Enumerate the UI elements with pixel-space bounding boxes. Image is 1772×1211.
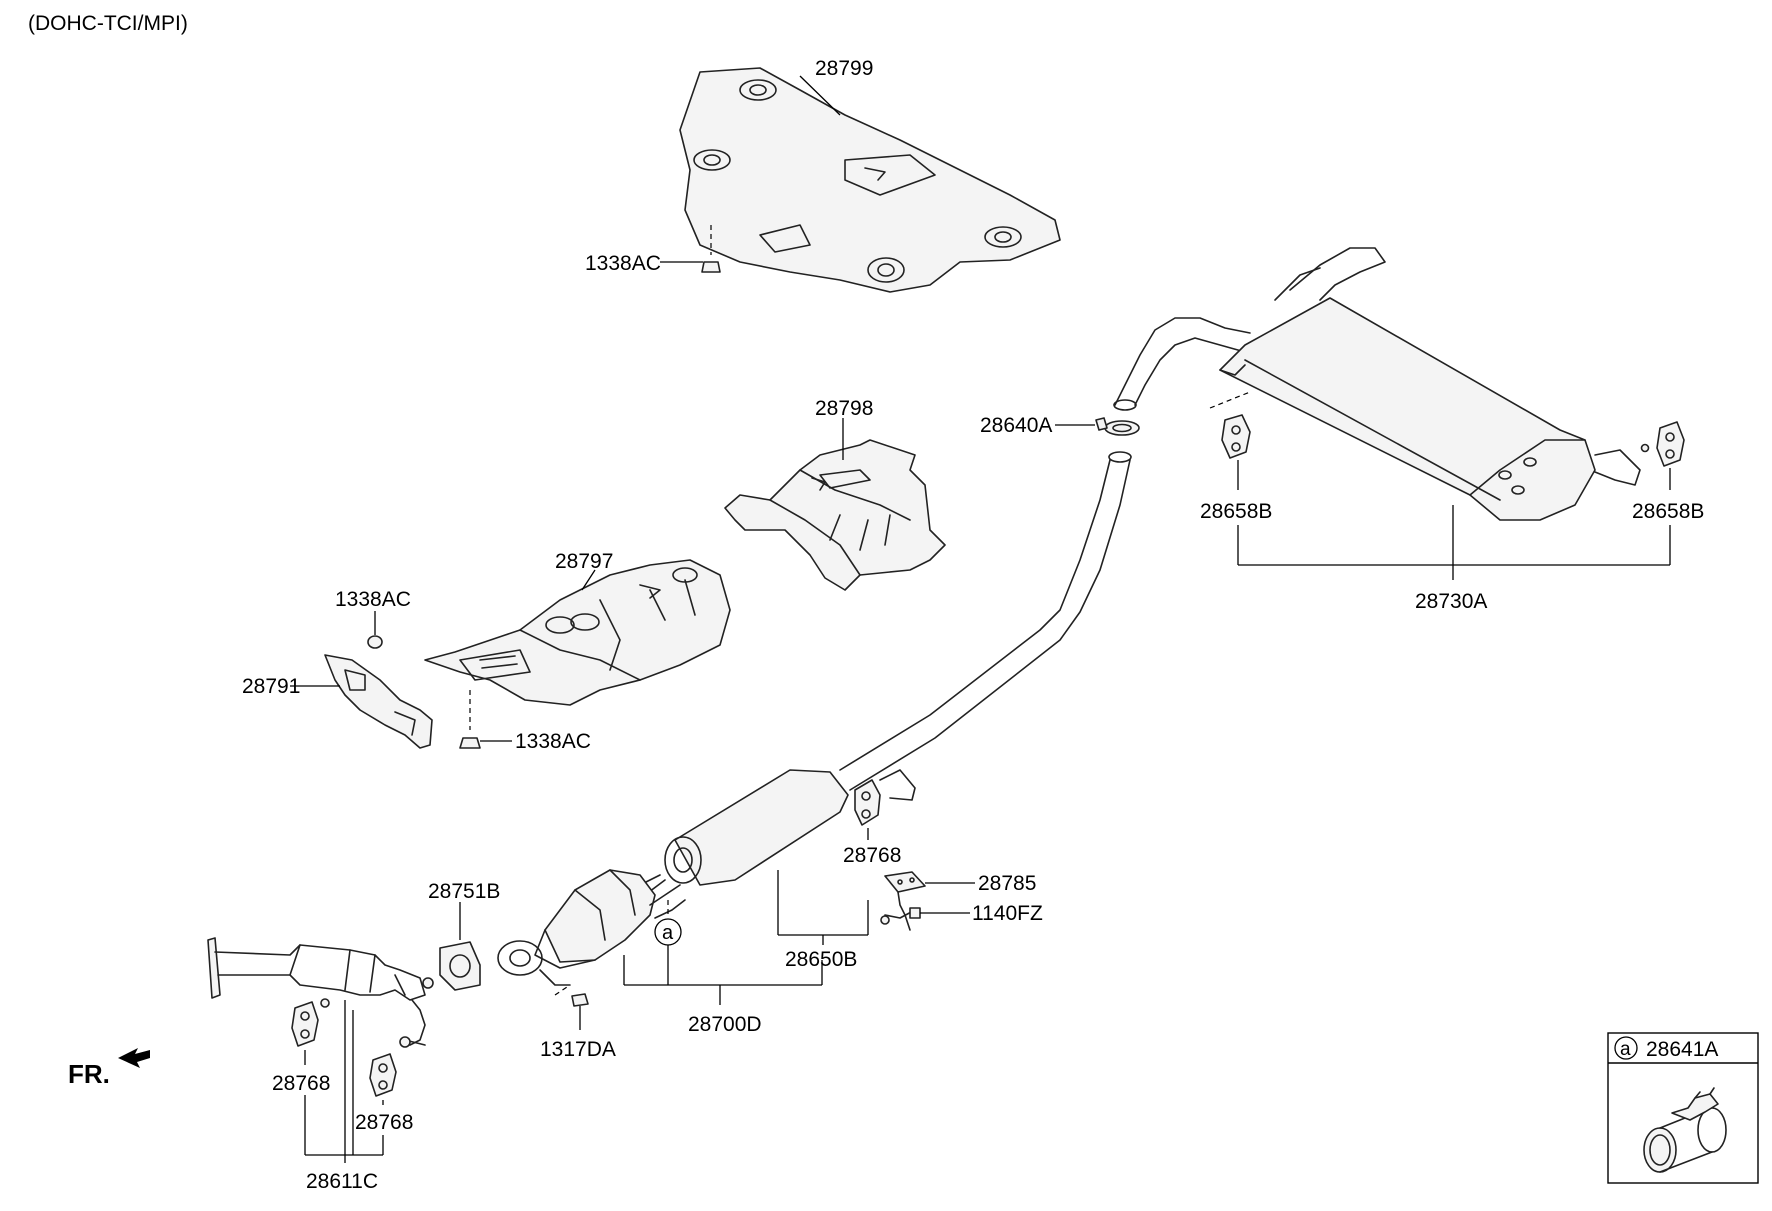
rear-pipe-drawing: [1113, 317, 1251, 411]
bracket-28785-drawing: [880, 871, 926, 931]
heat-shield-upper-drawing: [679, 67, 1061, 293]
fr-arrow-icon: [118, 1048, 150, 1068]
label-28768-front-left: 28768: [272, 1072, 330, 1095]
label-1317DA: 1317DA: [540, 1038, 616, 1061]
front-direction-indicator: FR.: [68, 1048, 150, 1089]
hanger-front-right-drawing: [369, 1053, 397, 1097]
rear-muffler-drawing: [1219, 247, 1641, 521]
center-muffler-drawing: [629, 769, 849, 896]
label-28641A: 28641A: [1646, 1038, 1718, 1061]
label-28797: 28797: [555, 550, 613, 573]
center-pipe-drawing: [839, 451, 1132, 791]
label-28798: 28798: [815, 397, 873, 420]
label-28640A: 28640A: [980, 414, 1052, 437]
clamp-inset: a 28641A: [1607, 1032, 1759, 1184]
label-28768-front-right: 28768: [355, 1111, 413, 1134]
label-1338AC-upper: 1338AC: [585, 252, 661, 275]
label-28768-center: 28768: [843, 844, 901, 867]
front-pipe-drawing: [207, 937, 434, 1048]
label-28658B-right: 28658B: [1632, 500, 1704, 523]
callout-a-letter: a: [662, 922, 674, 944]
clamp-drawing: [1643, 1087, 1727, 1173]
label-28650B: 28650B: [785, 948, 857, 971]
bracket-28791-drawing: [324, 654, 433, 749]
gasket-front-drawing: [439, 941, 481, 991]
fr-label: FR.: [68, 1059, 110, 1089]
label-28730A: 28730A: [1415, 590, 1487, 613]
label-1140FZ: 1140FZ: [972, 902, 1043, 925]
label-28700D: 28700D: [688, 1013, 762, 1036]
label-28791: 28791: [242, 675, 300, 698]
callout-a-circle: [654, 918, 682, 946]
label-28611C: 28611C: [306, 1170, 378, 1193]
variant-label: (DOHC-TCI/MPI): [28, 12, 188, 35]
label-1338AC-manifold: 1338AC: [515, 730, 591, 753]
hanger-center-drawing: [854, 769, 916, 826]
hanger-rear-left-drawing: [1221, 414, 1251, 459]
hanger-rear-right-drawing: [1640, 421, 1685, 467]
inset-callout-letter: a: [1620, 1039, 1631, 1060]
label-28751B: 28751B: [428, 880, 500, 903]
heat-shield-center-drawing: [724, 439, 946, 591]
gasket-rear-drawing: [1095, 417, 1140, 436]
label-28785: 28785: [978, 872, 1036, 895]
catalytic-converter-drawing: [497, 869, 686, 986]
label-28658B-left: 28658B: [1200, 500, 1272, 523]
heat-shield-manifold-drawing: [424, 559, 731, 706]
label-1338AC-bracket: 1338AC: [335, 588, 411, 611]
label-28799: 28799: [815, 57, 873, 80]
hanger-front-left-drawing: [291, 998, 330, 1047]
